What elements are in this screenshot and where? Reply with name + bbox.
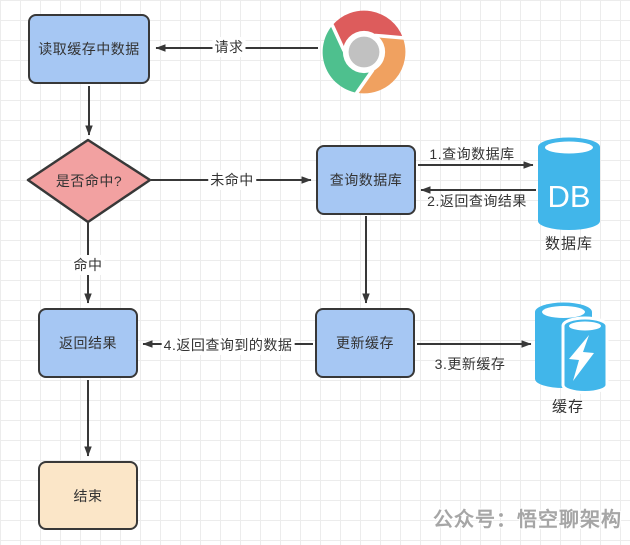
edge-label-miss: 未命中: [208, 170, 256, 190]
node-hit-check-label: 是否命中?: [55, 173, 123, 189]
node-update-cache-label: 更新缓存: [336, 335, 394, 351]
edge-label-step1: 1.查询数据库: [429, 146, 515, 162]
node-end-label: 结束: [73, 487, 103, 504]
edge-label-step2: 2.返回查询结果: [427, 193, 527, 209]
node-return-result: 返回结果: [38, 308, 138, 378]
edge-label-hit: 命中: [71, 255, 105, 275]
edge-label-step4: 4.返回查询到的数据: [161, 335, 295, 355]
lightning-bolt-icon: [569, 335, 594, 381]
decision-diamond-shape: [26, 138, 152, 224]
node-read-cache: 读取缓存中数据: [28, 14, 150, 84]
watermark-text: 公众号：悟空聊架构: [433, 509, 622, 531]
cache-icon-caption: 缓存: [551, 398, 585, 416]
edge-label-request: 请求: [212, 37, 246, 57]
node-end: 结束: [38, 461, 138, 530]
node-read-cache-label: 读取缓存中数据: [38, 41, 140, 57]
cache-icon: [535, 302, 609, 394]
node-return-result-label: 返回结果: [59, 335, 117, 351]
node-query-db: 查询数据库: [316, 145, 416, 215]
chrome-browser-icon: [322, 10, 406, 95]
node-query-db-label: 查询数据库: [329, 172, 403, 188]
node-hit-check: 是否命中?: [28, 140, 150, 222]
chrome-center-dot: [348, 36, 380, 68]
database-icon: DB: [538, 137, 600, 230]
edge-label-step3: 3.更新缓存: [434, 356, 506, 372]
database-icon-caption: 数据库: [544, 235, 594, 253]
node-update-cache: 更新缓存: [315, 308, 415, 378]
database-icon-text: DB: [547, 179, 590, 214]
